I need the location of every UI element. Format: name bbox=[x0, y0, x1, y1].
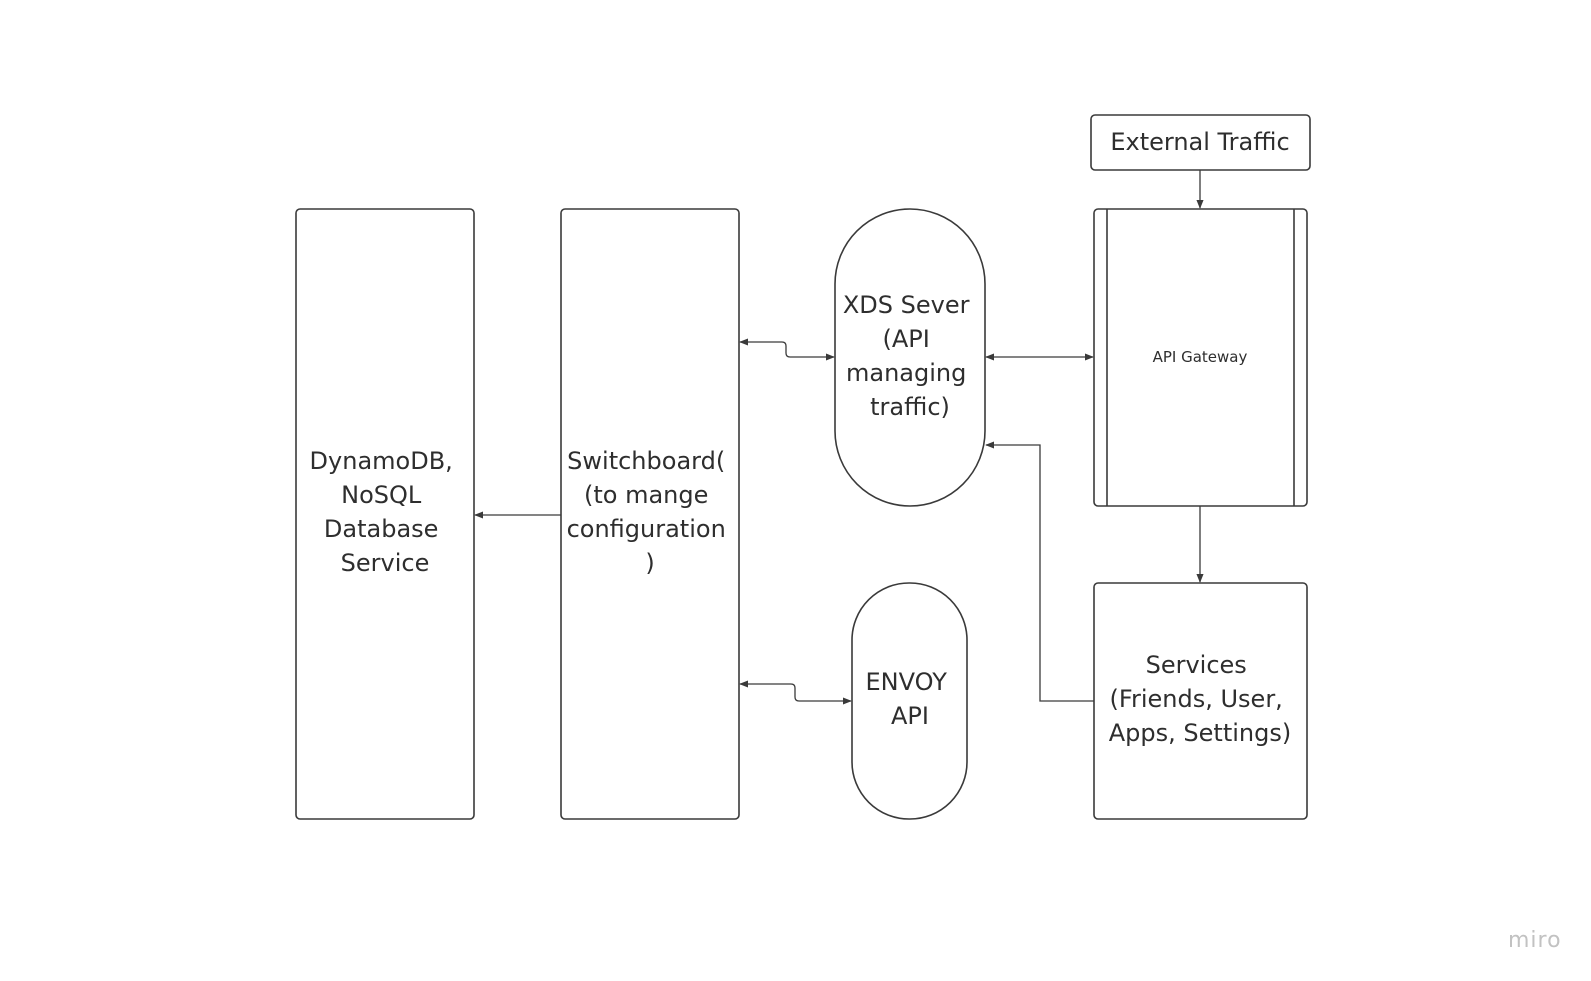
dynamodb-label: DynamoDB, NoSQL Database Service bbox=[310, 447, 461, 577]
switchboard-line: configuration bbox=[567, 515, 726, 543]
envoy-api-label: ENVOY API bbox=[866, 668, 955, 730]
services-label: Services (Friends, User, Apps, Settings) bbox=[1109, 651, 1291, 747]
envoy-api-line: API bbox=[891, 702, 929, 730]
xds-server-line: XDS Sever bbox=[843, 291, 970, 319]
services-line: Services bbox=[1146, 651, 1247, 679]
api-gateway-label: API Gateway bbox=[1153, 348, 1248, 366]
switchboard-line: ) bbox=[645, 549, 654, 577]
external-traffic-node[interactable]: External Traffic bbox=[1090, 114, 1311, 171]
xds-server-node[interactable]: XDS Sever (API managing traffic) bbox=[834, 208, 986, 507]
services-node[interactable]: Services (Friends, User, Apps, Settings) bbox=[1093, 582, 1308, 820]
envoy-api-line: ENVOY bbox=[866, 668, 948, 696]
switchboard-line: (to mange bbox=[584, 481, 708, 509]
dynamodb-line: Service bbox=[341, 549, 430, 577]
dynamodb-line: DynamoDB, bbox=[310, 447, 453, 475]
xds-server-line: traffic) bbox=[870, 393, 950, 421]
switchboard-xds-connector bbox=[739, 338, 835, 361]
switchboard-envoy-connector bbox=[739, 680, 852, 705]
services-line: (Friends, User, bbox=[1110, 685, 1283, 713]
services-to-xds-connector bbox=[985, 441, 1094, 702]
switchboard-label: Switchboard( (to mange configuration ) bbox=[567, 447, 734, 577]
api-gateway-node[interactable]: API Gateway bbox=[1093, 208, 1308, 507]
switchboard-line: Switchboard( bbox=[567, 447, 725, 475]
external-traffic-label: External Traffic bbox=[1110, 128, 1289, 156]
xds-server-line: managing bbox=[846, 359, 966, 387]
dynamodb-node[interactable]: DynamoDB, NoSQL Database Service bbox=[295, 208, 475, 820]
switchboard-node[interactable]: Switchboard( (to mange configuration ) bbox=[560, 208, 740, 820]
xds-server-line: (API bbox=[883, 325, 930, 353]
services-line: Apps, Settings) bbox=[1109, 719, 1291, 747]
xds-server-label: XDS Sever (API managing traffic) bbox=[843, 291, 977, 421]
dynamodb-line: Database bbox=[324, 515, 439, 543]
envoy-api-node[interactable]: ENVOY API bbox=[851, 582, 968, 820]
miro-watermark: miro bbox=[1508, 928, 1562, 953]
dynamodb-line: NoSQL bbox=[341, 481, 422, 509]
